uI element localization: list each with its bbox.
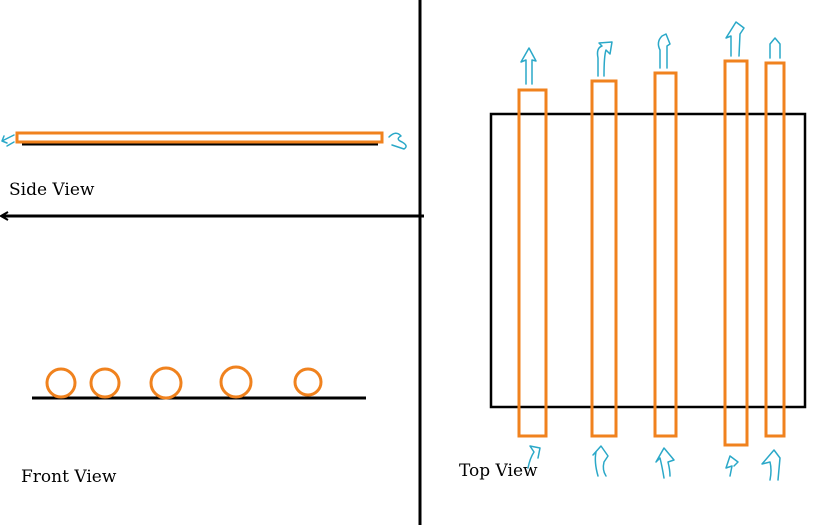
airflow-arrow-icon [520,47,537,85]
front-view-panel: Front View [21,365,366,487]
top-view-tube [764,61,786,438]
airflow-arrow-icon [725,21,745,57]
front-view-tube-end [45,367,77,399]
front-view-label: Front View [21,467,117,487]
front-view-tube-end [293,367,323,397]
top-view-tube [590,79,618,438]
top-view-base-plate [489,112,807,409]
side-view-panel: Side View [1,131,407,200]
airflow-arrow-icon [655,447,675,479]
airflow-arrow-icon [725,455,739,477]
airflow-arrow-icon [1,134,15,147]
airflow-arrow-icon [592,445,609,477]
front-view-tube-end [149,366,183,400]
front-view-tube-end [89,367,121,399]
front-view-tube-end [219,365,253,399]
top-view-tube [723,59,749,447]
top-view-tube [653,71,678,438]
top-view-tube [517,88,548,438]
side-view-tube [15,131,384,144]
side-view-label: Side View [9,180,95,200]
airflow-arrow-icon [769,37,781,59]
top-view-panel: Top View [459,21,807,481]
airflow-arrow-icon [388,132,407,150]
top-view-label: Top View [459,461,538,481]
airflow-arrow-icon [596,41,613,77]
airflow-arrow-icon [527,445,541,469]
divider-arrowhead-icon [0,211,9,221]
airflow-arrow-icon [761,449,781,481]
airflow-arrow-icon [657,33,671,69]
